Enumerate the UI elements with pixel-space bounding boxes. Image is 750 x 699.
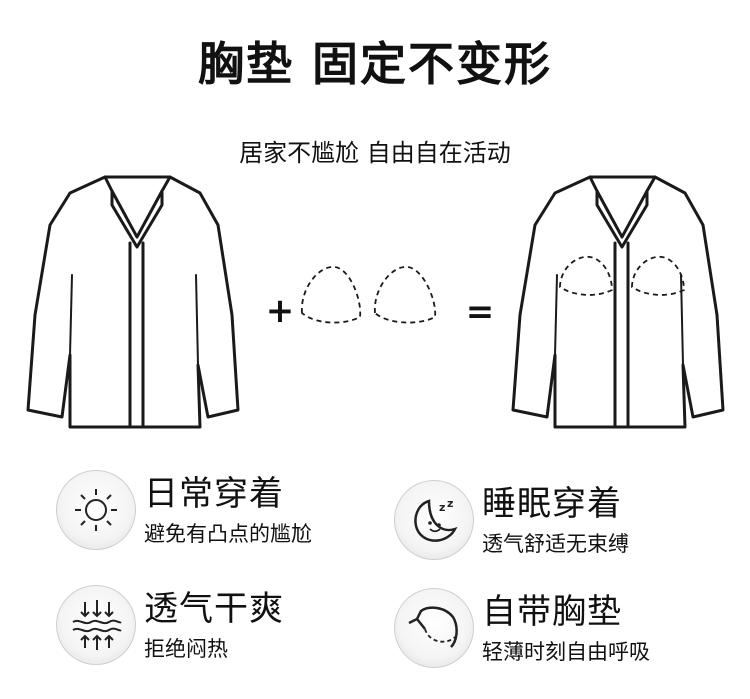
feature-breathable: 透气干爽 拒绝闷热 (56, 585, 376, 675)
feature-subtitle: 轻薄时刻自由呼吸 (482, 640, 650, 664)
shirt-with-pads-icon (511, 175, 725, 429)
feature-title: 睡眠穿着 (482, 484, 622, 524)
feature-sleep-wear: z z 睡眠穿着 透气舒适无束缚 (394, 480, 714, 570)
feature-subtitle: 拒绝闷热 (144, 637, 228, 661)
feature-title: 透气干爽 (144, 589, 284, 629)
chest-pad-icon (394, 588, 474, 668)
feature-title: 自带胸垫 (482, 592, 622, 632)
page-title: 胸垫 固定不变形 (197, 37, 552, 91)
shirt-illustration: + = (26, 175, 725, 429)
feature-title: 日常穿着 (144, 474, 284, 514)
plus-sign: + (266, 291, 295, 331)
chest-pads-icon (301, 256, 685, 324)
plain-shirt-icon (26, 175, 240, 429)
svg-text:z: z (447, 497, 453, 510)
page-subtitle: 居家不尴尬 自由自在活动 (239, 139, 511, 167)
equals-sign: = (466, 292, 495, 332)
moon-sleep-icon: z z (394, 480, 474, 560)
svg-text:z: z (439, 501, 445, 514)
feature-subtitle: 避免有凸点的尴尬 (144, 522, 312, 546)
feature-subtitle: 透气舒适无束缚 (482, 532, 629, 556)
feature-built-in-pad: 自带胸垫 轻薄时刻自由呼吸 (394, 588, 714, 678)
feature-daily-wear: 日常穿着 避免有凸点的尴尬 (56, 470, 376, 560)
airflow-icon (56, 585, 136, 665)
sun-icon (56, 470, 136, 550)
